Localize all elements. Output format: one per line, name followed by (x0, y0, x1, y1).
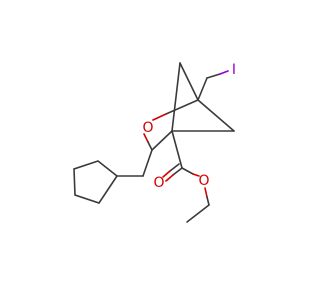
bond-c1-to-o (152, 113, 167, 121)
bond-c3-to-c4 (151, 130, 173, 151)
bond-co-double-a-part (172, 167, 183, 176)
bond-co-double-b (162, 170, 171, 178)
carbonyl-oxygen-label: O (153, 175, 164, 191)
cyclopentane-ring (73, 160, 119, 204)
bond-o-to-c3-part (147, 141, 153, 151)
bond-ch2-to-i-part (206, 73, 221, 79)
bond-ch2-to-i (219, 70, 229, 75)
bond-c1-to-o-part (165, 99, 199, 115)
iodine-label: I (232, 62, 236, 78)
bond-c1-to-ch2i (197, 77, 208, 101)
structure-canvas: O O O I (73, 62, 236, 223)
molecule-drawing: O O O I (73, 62, 236, 223)
bond-carbonyl-to-o-part (181, 167, 194, 175)
bond-o-to-ch2 (204, 187, 208, 198)
bond-c1-to-ch2 (197, 99, 235, 132)
bond-co-double-b-part (169, 163, 180, 172)
bond-carbonyl-to-o (192, 173, 200, 177)
bond-ch2-bridge-to-c1 (179, 62, 199, 101)
bond-c4-to-carbonyl (171, 130, 183, 169)
bond-ch2-to-ch3 (186, 204, 210, 223)
bond-o-to-ch2-part (206, 196, 210, 206)
bond-o-to-c3 (143, 133, 149, 143)
bond-co-double-a (165, 174, 174, 182)
bond-ch2-bridge-to-c4 (171, 62, 181, 132)
bond-c3-to-ch2 (142, 149, 153, 177)
ester-oxygen-label: O (198, 173, 209, 189)
ring-oxygen-label: O (142, 120, 153, 136)
